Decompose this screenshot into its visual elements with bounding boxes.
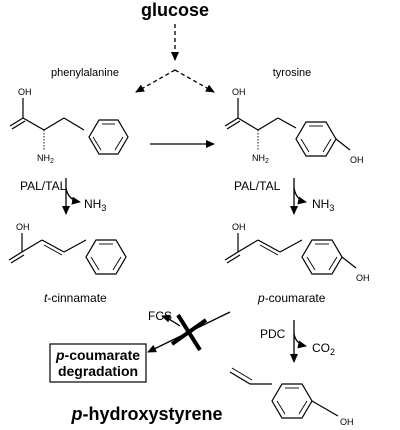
tyrosine-label: tyrosine bbox=[273, 67, 312, 79]
phenylalanine-structure: OH NH2 bbox=[9, 87, 129, 165]
tyrosine-structure: OH NH2 OH bbox=[224, 87, 364, 165]
pdc-label: PDC bbox=[260, 327, 286, 341]
degradation-box bbox=[49, 343, 147, 383]
svg-text:OH: OH bbox=[356, 273, 370, 283]
co2-label: CO2 bbox=[312, 341, 335, 357]
pdc-step: PDC CO2 bbox=[260, 320, 335, 363]
p-hydroxystyrene-structure: OH bbox=[229, 367, 354, 427]
degradation-line2: degradation bbox=[58, 363, 138, 379]
fcs-label: FCS bbox=[148, 309, 172, 323]
svg-text:NH2: NH2 bbox=[37, 153, 54, 165]
svg-text:OH: OH bbox=[18, 87, 32, 97]
pal-tal-right-label: PAL/TAL bbox=[234, 179, 281, 193]
nh3-right-label: NH3 bbox=[312, 197, 334, 213]
fcs-blocked-step: FCS bbox=[147, 309, 231, 353]
pal-tal-left-label: PAL/TAL bbox=[20, 179, 67, 193]
svg-text:OH: OH bbox=[232, 222, 246, 232]
p-coumarate-label: p-coumarate bbox=[257, 291, 326, 305]
t-cinnamate-structure: OH bbox=[8, 222, 127, 275]
svg-text:OH: OH bbox=[232, 87, 246, 97]
degradation-line1: p-coumarate bbox=[55, 347, 140, 363]
svg-text:OH: OH bbox=[340, 417, 354, 427]
phenylalanine-label: phenylalanine bbox=[51, 67, 119, 79]
svg-text:OH: OH bbox=[16, 222, 30, 232]
pal-tal-right-step: PAL/TAL NH3 bbox=[234, 178, 334, 215]
svg-text:NH2: NH2 bbox=[252, 153, 269, 165]
pal-tal-left-step: PAL/TAL NH3 bbox=[20, 178, 106, 215]
glucose-label: glucose bbox=[141, 0, 209, 20]
p-coumarate-structure: OH OH bbox=[224, 222, 370, 283]
glucose-dashed-arrows bbox=[135, 24, 215, 93]
p-hydroxystyrene-label: p-hydroxystyrene bbox=[70, 404, 222, 424]
svg-text:OH: OH bbox=[350, 155, 364, 165]
nh3-left-label: NH3 bbox=[84, 197, 106, 213]
t-cinnamate-label: t-cinnamate bbox=[44, 291, 107, 305]
